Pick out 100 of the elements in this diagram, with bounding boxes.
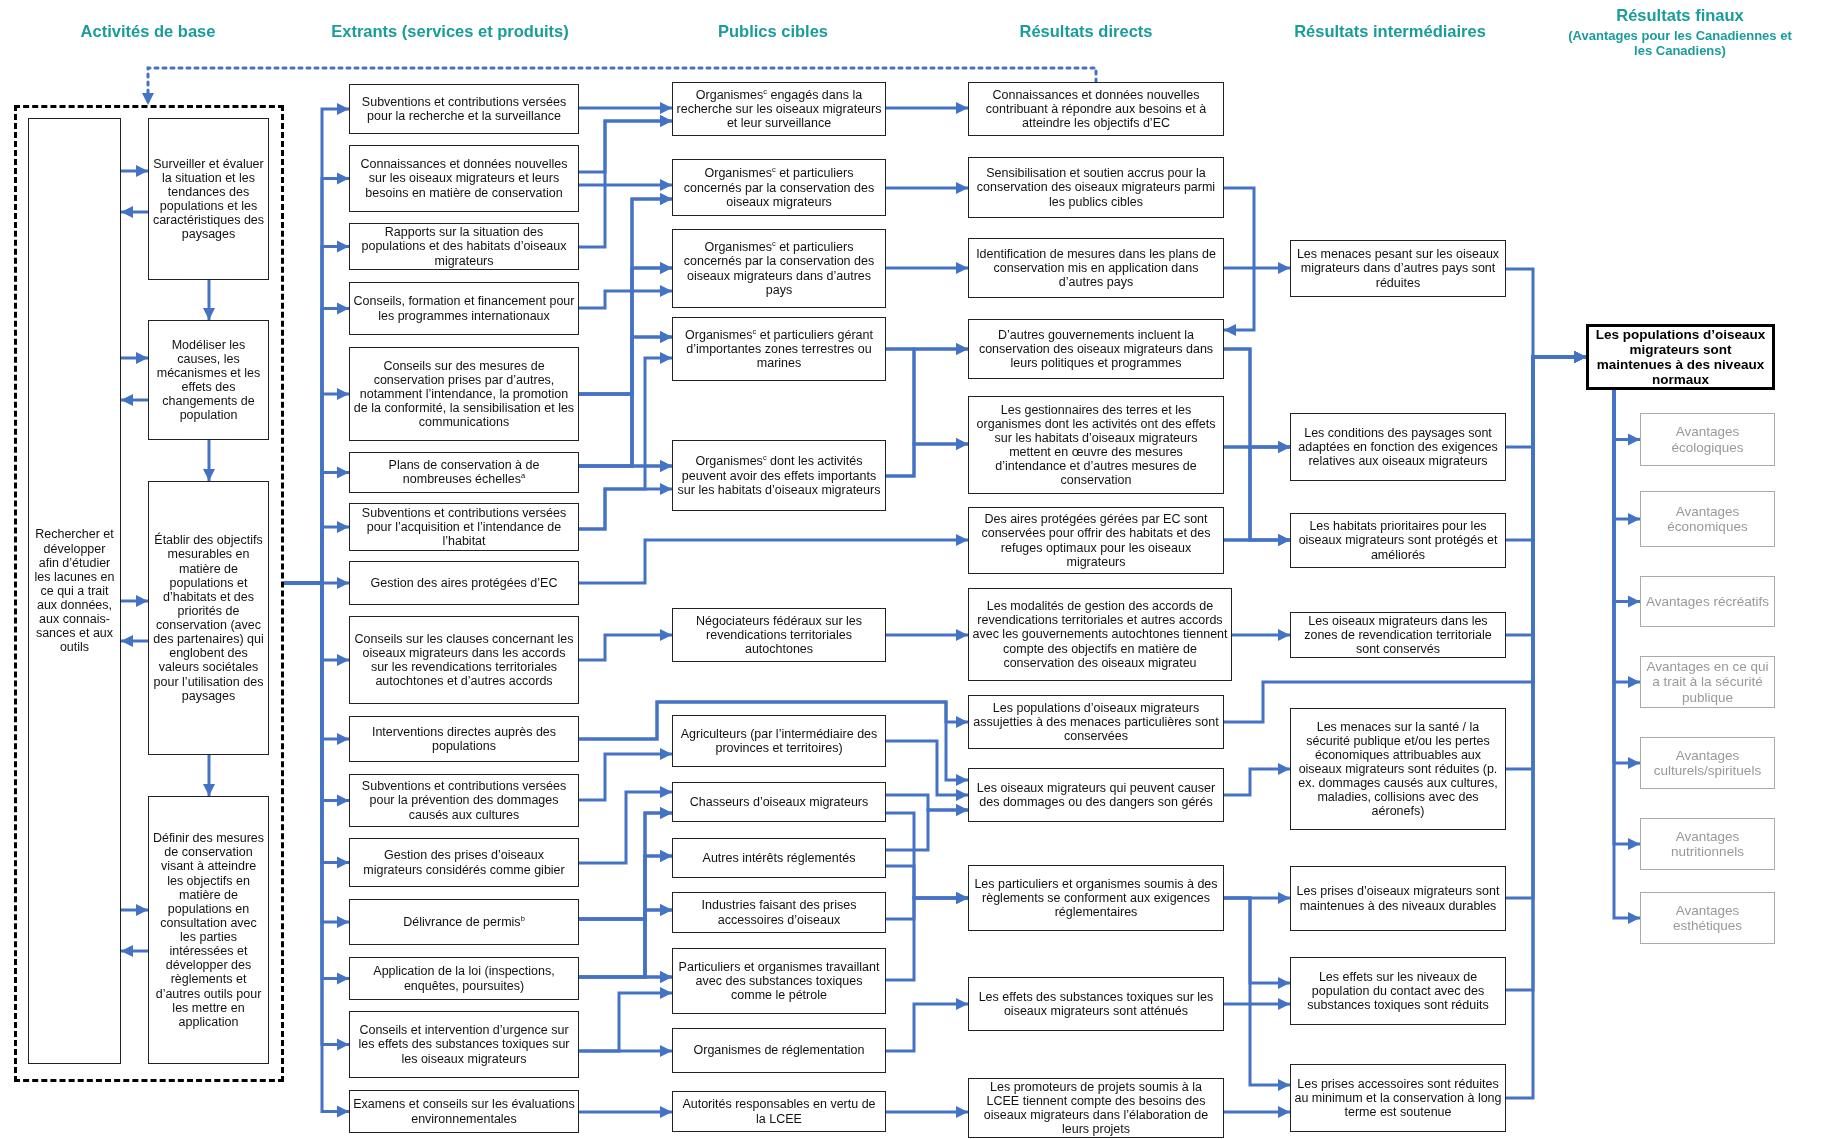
arrow [121,595,148,607]
column-heading: Publics cibles [718,22,828,41]
arrow [579,1045,672,1057]
column-heading: Extrants (services et produits) [331,22,569,41]
process-box: Les populations d’oiseaux migrateurs assujetties à des menaces particulières sont conservées [968,695,1224,749]
benefit-box: Avantages culturels/spirituels [1640,737,1775,789]
arrow [579,102,672,114]
arrow [121,394,148,406]
benefit-box: Avantages écologiques [1640,413,1775,466]
arrow [886,262,968,274]
process-box: Sensibilisation et soutien accrus pour la conservation des oiseaux migrateurs parmi les publics cibles [968,157,1224,218]
process-box: D’autres gouvernements incluent la conservation des oiseaux migrateurs dans leurs politiques et programmes [968,319,1224,379]
process-box: Les gestionnaires des terres et les organismes dont les activités ont des effets sur les habitats d’oiseaux migrateurs mettent en œuvre des mesures d’intendance et d’autres mesures de conservation [968,396,1224,494]
benefit-box: Avantages esthétiques [1640,892,1775,944]
process-box: Conseils sur les clauses concernant les oiseaux migrateurs dans les accords sur les revendications territoriales autochtones et d’autres accords [349,616,579,704]
arrow [121,635,148,647]
arrow [579,285,672,310]
process-box: Les conditions des paysages sont adaptées en fonction des exigences relatives aux oiseaux migrateurs [1290,413,1506,481]
process-box: Les effets sur les niveaux de population du contact avec des substances toxiques sont réduits [1290,957,1506,1025]
process-box: Les modalités de gestion des accords de revendications territoriales et autres accords avec les gouvernements autochtones tiennent compte des objectifs en matière de conservation des oiseaux migrateu [968,588,1232,681]
arrow [579,786,672,865]
process-box: Les effets des substances toxiques sur les oiseaux migrateurs sont atténués [968,977,1224,1031]
arrow [579,115,672,249]
process-box: Conseils sur des mesures de conservation prises par d’autres, notamment l’intendance, la promotion de la conformité, la sensibilisation et les communications [349,347,579,441]
process-box: Subventions et contributions versées pour l’acquisition et l’intendance de l’habitat [349,503,579,551]
arrow [142,66,1098,107]
arrow [1224,1106,1290,1118]
column-heading: Résultats intermédiaires [1294,22,1486,41]
column-heading: Activités de base [80,22,216,41]
process-box: Organismes$^{c}$ et particuliers gérant d’importantes zones terrestres ou marines [672,317,886,381]
process-box: Les oiseaux migrateurs qui peuvent causer des dommages ou des dangers son gérés [968,768,1224,822]
column-heading: Résultats directs [1019,22,1153,41]
arrow [886,892,968,982]
arrow [886,182,968,194]
process-box: Les prises d’oiseaux migrateurs sont maintenues à des niveaux durables [1290,866,1506,931]
arrow [1224,186,1256,336]
arrow [886,1106,968,1118]
process-box: Des aires protégées gérées par EC sont conservées pour offrir des habitats et des refuges optimaux pour les oiseaux migrateurs [968,507,1224,574]
arrow [579,534,968,585]
process-box: Organismes$^{c}$ et particuliers concernés par la conservation des oiseaux migrateurs dans d’autres pays [672,229,886,308]
process-box: Interventions directes auprès des populations [349,716,579,762]
process-box: Chasseurs d’oiseaux migrateurs [672,782,886,822]
process-box: Les prises accessoires sont réduites au minimum et la conservation à long terme est soutenue [1290,1064,1506,1132]
benefit-box: Avantages en ce qui a trait à la sécurité publique [1640,656,1775,708]
process-box: Les menaces sur la santé / la sécurité publique et/ou les pertes économiques attribuables aux oiseaux migrateurs sont réduites (p. ex. dommages causés aux cultures, maladies, collisions avec des aéronefs) [1290,708,1506,830]
process-box: Examens et conseils sur les évaluations environnementales [349,1090,579,1133]
arrow [886,438,968,478]
arrow [121,165,148,177]
process-box: Rapports sur la situation des populations et des habitats d’oiseaux migrateurs [349,223,579,270]
arrow [1224,262,1290,274]
process-box: Organismes de réglementation [672,1028,886,1073]
process-box: Organismes$^{c}$ engagés dans la recherche sur les oiseaux migrateurs et leur surveillance [672,82,886,136]
arrow [579,179,672,191]
arrow [886,629,968,641]
arrow [1224,998,1290,1010]
process-box: Particuliers et organismes travaillant avec des substances toxiques comme le pétrole [672,948,886,1014]
arrow [1224,534,1290,546]
process-box: Négociateurs fédéraux sur les revendications territoriales autochtones [672,608,886,662]
arrow [886,804,968,852]
arrow [203,755,215,796]
arrow [203,440,215,481]
process-box: Connaissances et données nouvelles sur les oiseaux migrateurs et leurs besoins en matière de conservation [349,145,579,212]
process-box: Application de la loi (inspections, enquêtes, poursuites) [349,957,579,1000]
arrow [121,904,148,916]
arrow [579,483,672,531]
process-box: Délivrance de permis$^{b}$ [349,899,579,945]
arrow [121,945,148,957]
arrow [579,1106,672,1118]
benefit-box: Avantages économiques [1640,491,1775,547]
arrow [203,280,215,320]
process-box: Modéliser les causes, les mécanismes et les effets des changements de population [148,320,269,440]
arrow [579,629,672,662]
process-box: Les promoteurs de projets soumis à la LCEE tiennent compte des besoins des oiseaux migrateurs dans l’élaboration de leurs projets [968,1078,1224,1138]
process-box: Définir des mesures de conservation visant à atteindre les objectifs en matière de populations en consultation avec les parties intéressées et développer des règlements et d’autres outils pour les mettre en application [148,796,269,1064]
process-box: Les particuliers et organismes soumis à des règlements se conforment aux exigences réglementaires [968,865,1224,931]
arrow [886,102,968,114]
process-box: Identification de mesures dans les plans de conservation mis en application dans d’autres pays [968,238,1224,298]
process-box: Organismes$^{c}$ dont les activités peuvent avoir des effets importants sur les habitats d’oiseaux migrateurs [672,440,886,511]
benefit-box: Avantages récréatifs [1640,576,1775,627]
process-box: Industries faisant des prises accessoires d’oiseaux [672,892,886,933]
arrow [1232,629,1290,641]
process-box: Les oiseaux migrateurs dans les zones de revendication territoriale sont conservés [1290,612,1506,658]
process-box: Autres intérêts réglementés [672,838,886,878]
arrow [121,206,148,218]
process-box: Les habitats prioritaires pour les oiseaux migrateurs sont protégés et améliorés [1290,513,1506,568]
arrow [886,739,968,801]
process-box: Rechercher et développer afin d’étudier les lacunes en ce qui a trait aux données, aux connais-sances et aux outils [28,118,121,1064]
process-box: Agriculteurs (par l’intermédiaire des provinces et territoires) [672,715,886,767]
benefit-box: Avantages nutritionnels [1640,818,1775,870]
process-box: Gestion des prises d’oiseaux migrateurs considérés comme gibier [349,838,579,887]
process-box: Gestion des aires protégées d’EC [349,561,579,605]
process-box: Autorités responsables en vertu de la LCEE [672,1091,886,1132]
process-box: Subventions et contributions versées pour la recherche et la surveillance [349,84,579,134]
column-subheading: (Avantages pour les Canadiennes et les Canadiens) [1567,28,1793,58]
process-box: Établir des objectifs mesurables en matière de populations et d’habitats et des priorités de conservation (avec des partenaires) qui englobent des valeurs sociétales pour l’utilisation des paysages [148,481,269,755]
process-box: Plans de conservation à de nombreuses échelles$^{a}$ [349,452,579,493]
process-box: Surveiller et évaluer la situation et les tendances des populations et les caractéristiques des paysages [148,118,269,280]
process-box: Subventions et contributions versées pour la prévention des dommages causés aux cultures [349,774,579,827]
arrow [579,460,672,472]
outcome-box: Les populations d’oiseaux migrateurs sont maintenues à des niveaux normaux [1586,324,1775,390]
